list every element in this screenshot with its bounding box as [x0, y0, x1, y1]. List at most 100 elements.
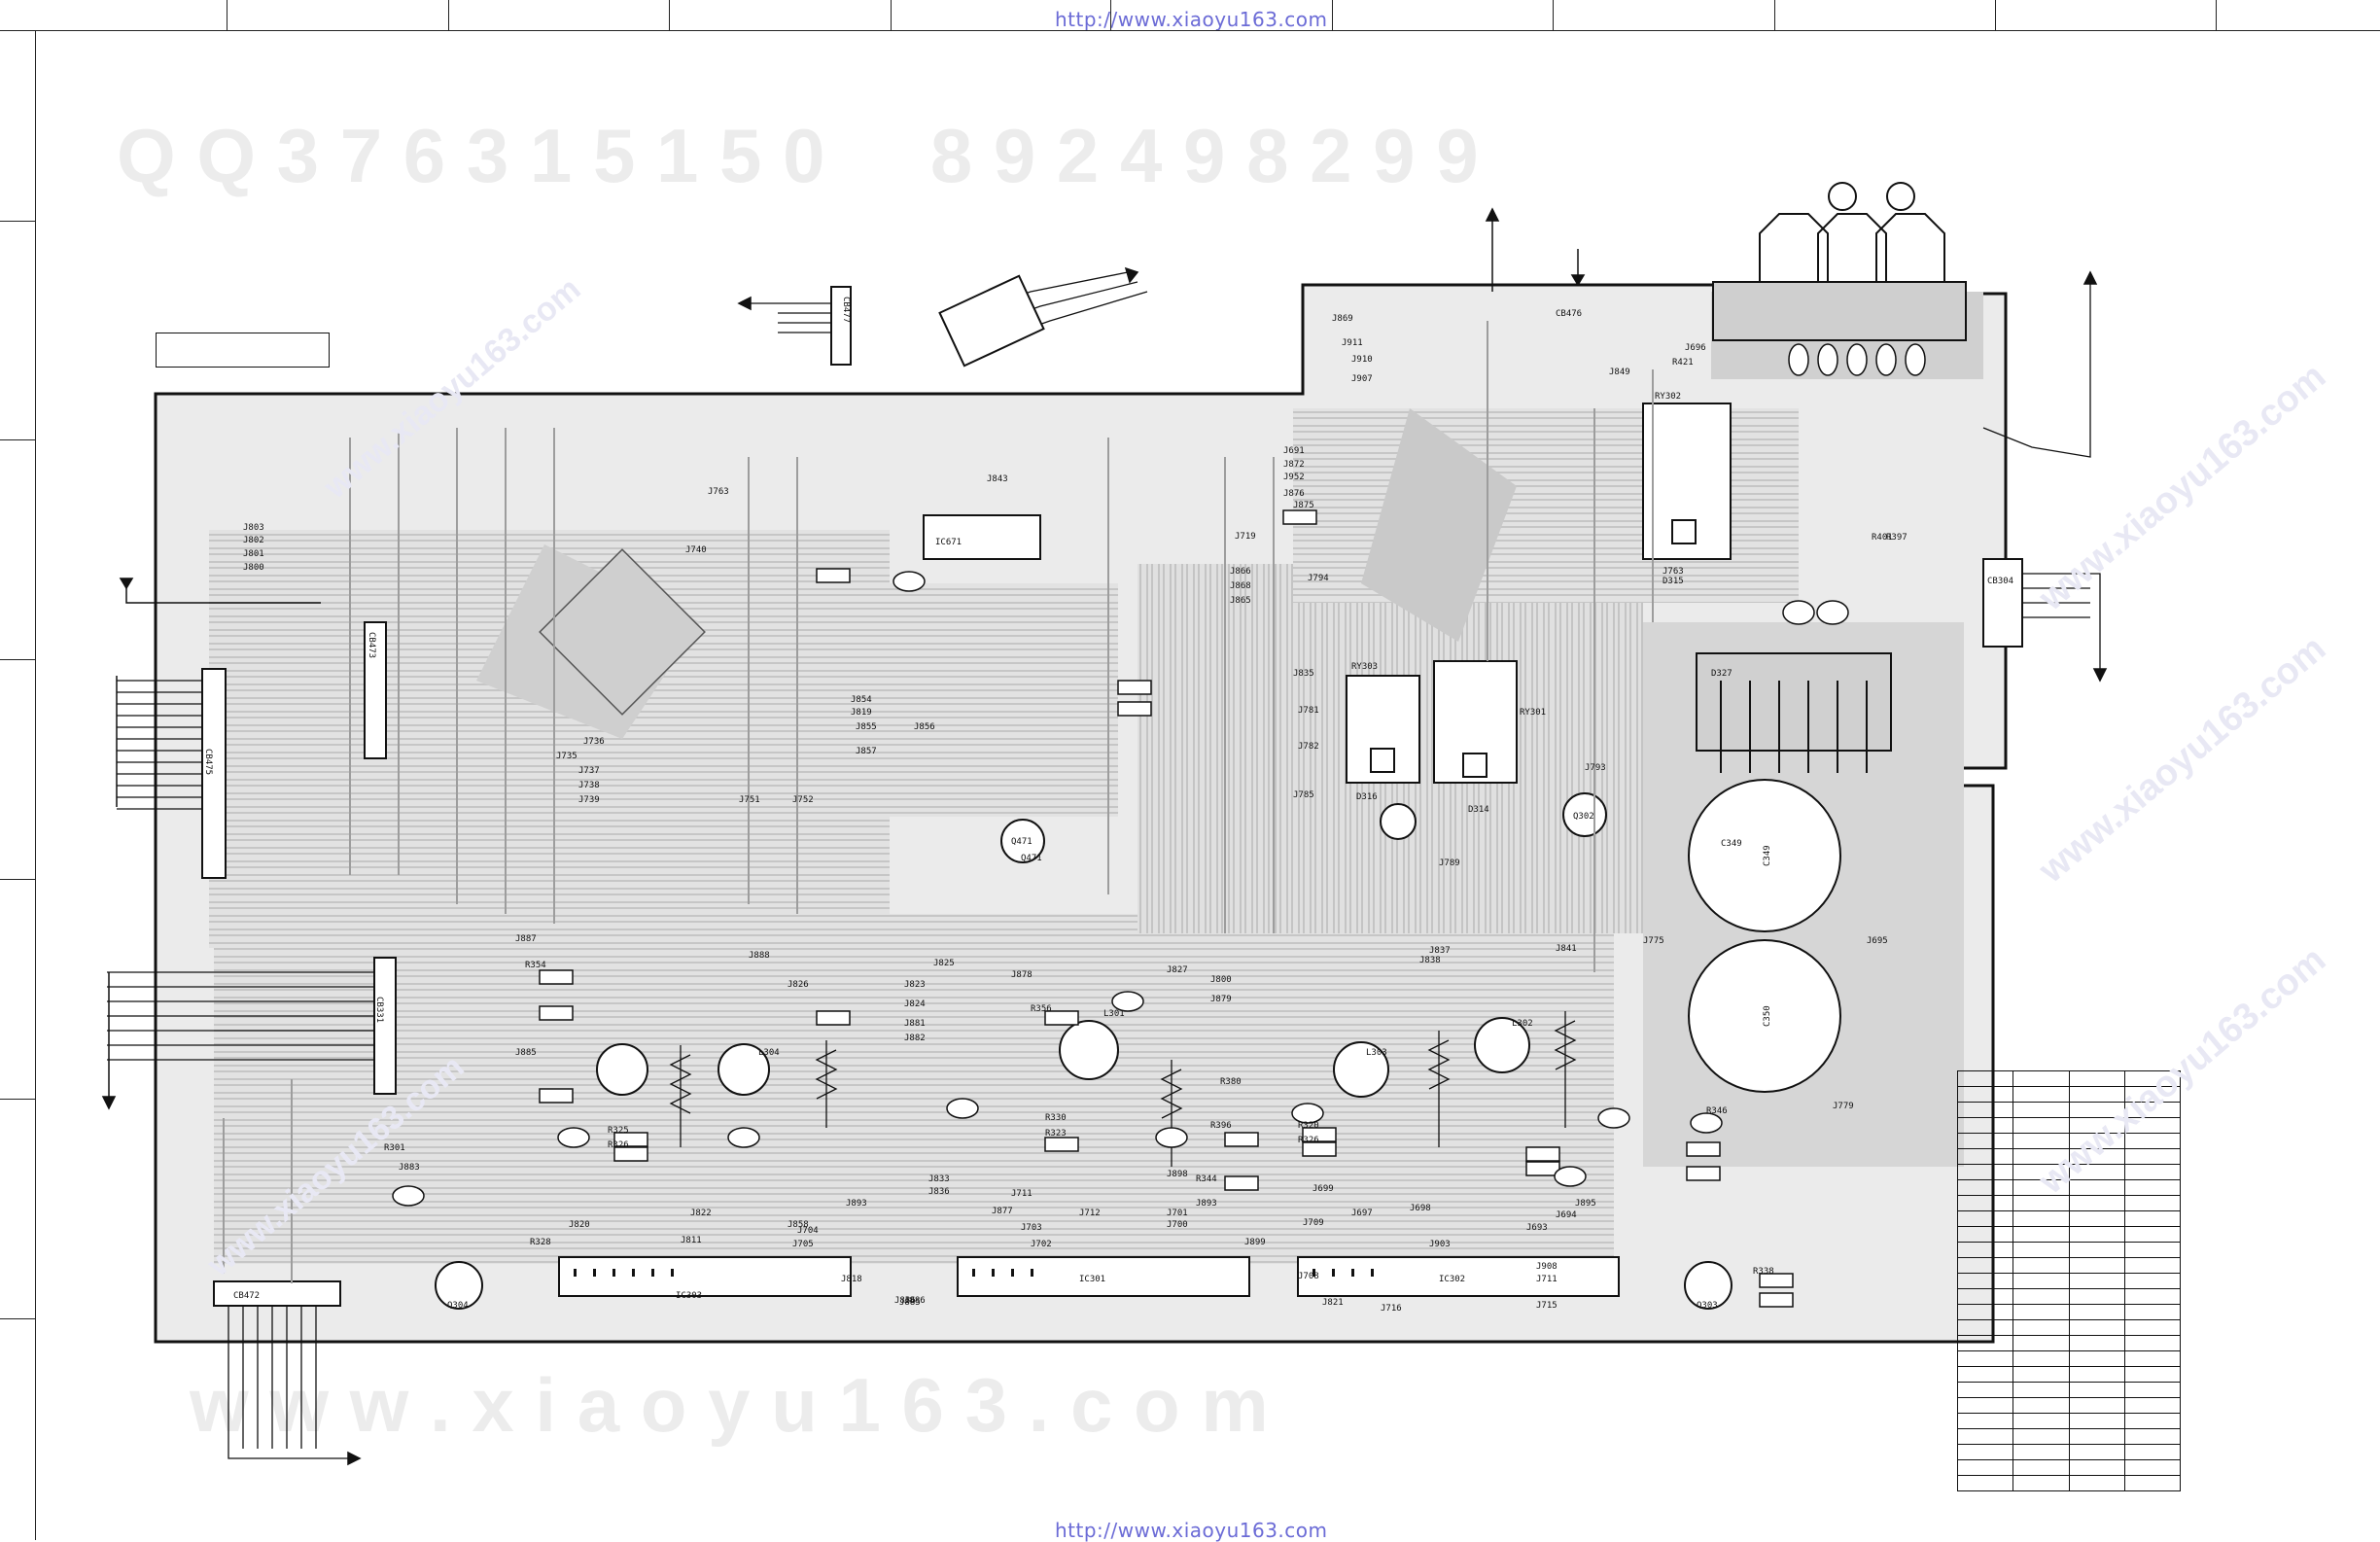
reference-table-row	[1956, 1226, 2182, 1243]
reference-table-cell	[2123, 1428, 2182, 1445]
reference-table-cell	[2123, 1226, 2182, 1243]
svg-text:R380: R380	[1220, 1077, 1242, 1087]
reference-table-cell	[2012, 1257, 2070, 1274]
reference-table-cell	[1956, 1366, 2014, 1383]
svg-text:IC302: IC302	[1439, 1275, 1465, 1284]
svg-text:CB477: CB477	[841, 297, 851, 323]
ic-ic671	[923, 514, 1041, 560]
svg-text:J793: J793	[1585, 763, 1606, 773]
reference-table-cell	[2012, 1397, 2070, 1414]
svg-text:R396: R396	[1210, 1121, 1232, 1131]
reference-table-cell	[2012, 1475, 2070, 1491]
reference-table-cell	[2068, 1335, 2125, 1351]
capacitor-c350	[1688, 939, 1841, 1093]
ruler-tick	[0, 439, 35, 440]
reference-table-cell	[2123, 1397, 2182, 1414]
ruler-tick	[1553, 0, 1554, 30]
svg-text:Q304: Q304	[447, 1301, 469, 1311]
svg-text:J877: J877	[992, 1207, 1013, 1216]
reference-table-cell	[2012, 1319, 2070, 1336]
ruler-tick	[669, 0, 670, 30]
svg-text:J907: J907	[1351, 374, 1373, 384]
reference-table-cell	[1956, 1242, 2014, 1258]
connector-cb331	[373, 957, 397, 1095]
reference-table-row	[1956, 1444, 2182, 1460]
svg-text:J866: J866	[1230, 567, 1251, 577]
svg-text:J800: J800	[243, 563, 264, 573]
reference-table-cell	[1956, 1195, 2014, 1211]
svg-text:J908: J908	[1536, 1262, 1558, 1272]
svg-text:R344: R344	[1196, 1174, 1217, 1184]
svg-text:J856: J856	[914, 722, 935, 732]
reference-table-row	[1956, 1475, 2182, 1491]
reference-table-cell	[2068, 1428, 2125, 1445]
reference-table-cell	[2012, 1117, 2070, 1134]
svg-text:Q471: Q471	[1011, 837, 1032, 847]
reference-table-cell	[2012, 1226, 2070, 1243]
svg-text:J701: J701	[1167, 1209, 1188, 1218]
svg-text:D315: D315	[1662, 577, 1684, 586]
ruler-tick	[227, 0, 228, 30]
reference-table-cell	[1956, 1210, 2014, 1227]
reference-table-cell	[2123, 1179, 2182, 1196]
svg-text:J841: J841	[1556, 944, 1577, 954]
reference-table-cell	[2068, 1226, 2125, 1243]
svg-text:J849: J849	[1609, 368, 1630, 377]
ruler-tick	[1774, 0, 1775, 30]
svg-text:J879: J879	[1210, 995, 1232, 1004]
svg-text:CB476: CB476	[1556, 309, 1582, 319]
reference-table-cell	[1956, 1164, 2014, 1180]
svg-text:Q471: Q471	[1021, 854, 1042, 863]
svg-text:J802: J802	[243, 536, 264, 545]
reference-table-cell	[2012, 1304, 2070, 1320]
svg-text:J869: J869	[1332, 314, 1353, 324]
reference-table-cell	[2068, 1304, 2125, 1320]
reference-table-cell	[2012, 1288, 2070, 1305]
svg-text:J801: J801	[243, 549, 264, 559]
reference-table-cell	[1956, 1179, 2014, 1196]
reference-table-row	[1956, 1413, 2182, 1429]
reference-table-row	[1956, 1288, 2182, 1305]
svg-text:C350: C350	[1763, 1005, 1772, 1027]
reference-table-cell	[2012, 1350, 2070, 1367]
svg-text:J719: J719	[1235, 532, 1256, 542]
capacitor-c349	[1688, 779, 1841, 932]
svg-text:J903: J903	[1429, 1240, 1451, 1249]
reference-table-cell	[2123, 1242, 2182, 1258]
reference-table-cell	[2123, 1257, 2182, 1274]
bottom-url[interactable]: http://www.xiaoyu163.com	[1055, 1519, 1328, 1542]
svg-text:J837: J837	[1429, 946, 1451, 956]
reference-table-cell	[2012, 1382, 2070, 1398]
reference-table-cell	[1956, 1413, 2014, 1429]
svg-text:J711: J711	[1536, 1275, 1558, 1284]
svg-text:J789: J789	[1439, 859, 1460, 868]
svg-text:J824: J824	[904, 999, 926, 1009]
reference-table-cell	[2068, 1242, 2125, 1258]
reference-table-cell	[1956, 1086, 2014, 1103]
reference-table-cell	[1956, 1350, 2014, 1367]
top-url[interactable]: http://www.xiaoyu163.com	[1055, 8, 1328, 31]
svg-text:R326: R326	[1298, 1136, 1319, 1145]
reference-table-cell	[2012, 1273, 2070, 1289]
svg-text:J875: J875	[1293, 501, 1314, 510]
reference-table-cell	[1956, 1444, 2014, 1460]
svg-text:J735: J735	[556, 752, 578, 761]
svg-text:CB304: CB304	[1987, 577, 2013, 586]
svg-text:J872: J872	[1283, 460, 1305, 470]
svg-text:J878: J878	[1011, 970, 1032, 980]
reference-table-cell	[2068, 1397, 2125, 1414]
svg-text:IC671: IC671	[935, 538, 962, 547]
reference-table-cell	[2123, 1350, 2182, 1367]
reference-table-cell	[2012, 1335, 2070, 1351]
reference-table-cell	[2012, 1413, 2070, 1429]
reference-table-cell	[2068, 1350, 2125, 1367]
svg-text:CB472: CB472	[233, 1291, 260, 1301]
svg-text:J885: J885	[899, 1298, 921, 1308]
svg-text:J712: J712	[1079, 1209, 1101, 1218]
reference-table-cell	[2012, 1242, 2070, 1258]
svg-text:J855: J855	[856, 722, 877, 732]
reference-table-cell	[2012, 1086, 2070, 1103]
svg-text:R328: R328	[530, 1238, 551, 1247]
svg-text:J739: J739	[578, 795, 600, 805]
svg-text:J836: J836	[928, 1187, 950, 1197]
